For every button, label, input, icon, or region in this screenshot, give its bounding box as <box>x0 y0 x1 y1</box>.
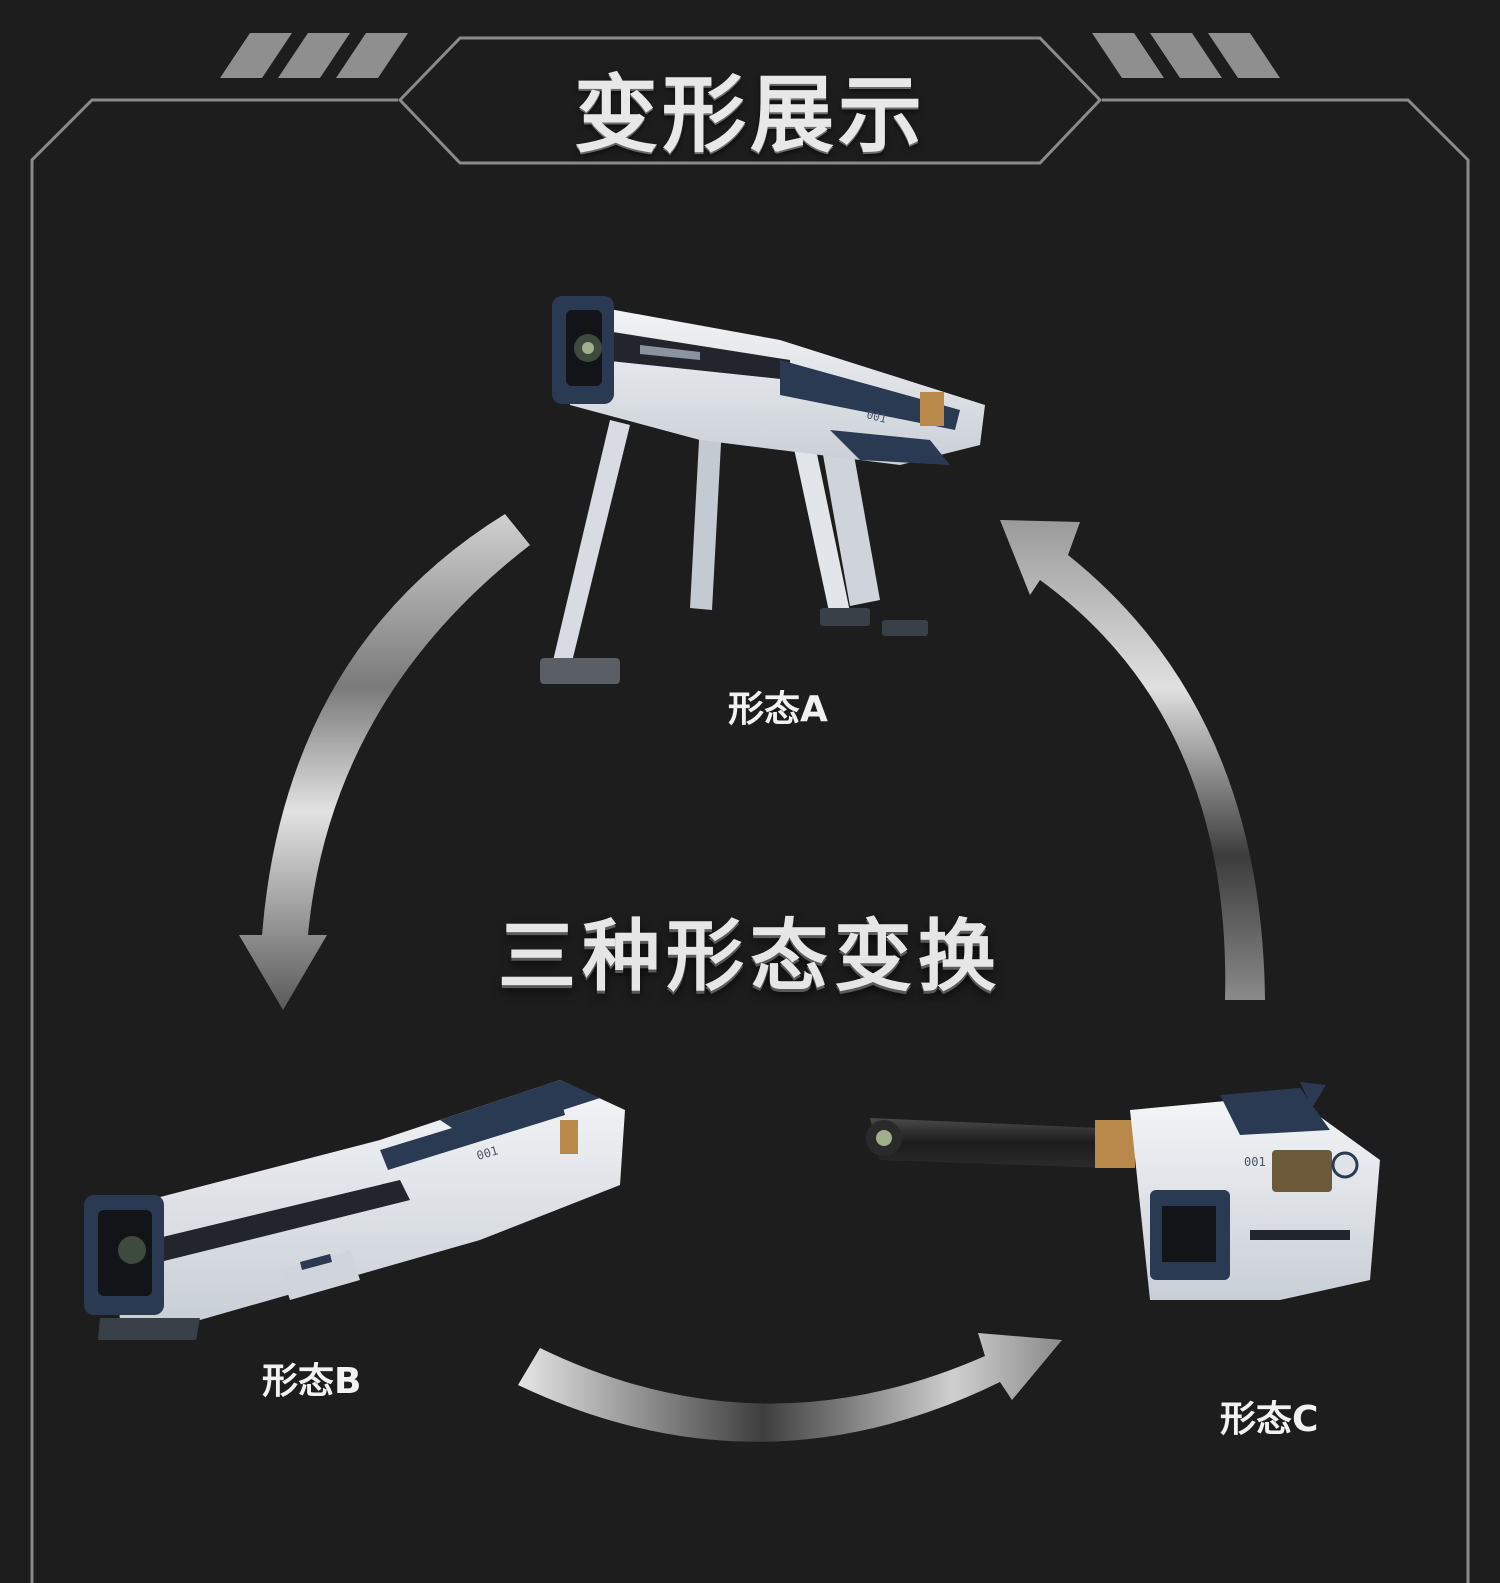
center-caption: 三种形态变换 <box>497 912 1002 1002</box>
rifle-form-a-illustration <box>540 296 985 684</box>
frame <box>30 36 1470 1583</box>
form-c-label: 形态C <box>1220 1399 1319 1440</box>
arrow-b-to-c <box>518 1333 1062 1442</box>
serial-number-b: 001 <box>475 1143 500 1162</box>
arrow-c-to-a <box>1000 520 1265 1000</box>
page-title: 变形展示 <box>573 65 926 164</box>
form-b-label: 形态B <box>262 1361 362 1402</box>
rifle-form-b-illustration <box>84 1080 625 1340</box>
serial-number-c: 001 <box>1244 1155 1266 1169</box>
slash-decor-right <box>1092 33 1280 78</box>
rifle-form-c-illustration <box>866 1082 1380 1300</box>
arrow-a-to-b <box>239 514 530 1010</box>
serial-number-a: 001 <box>865 408 887 425</box>
form-a-label: 形态A <box>728 689 828 730</box>
slash-decor-left <box>220 33 408 78</box>
